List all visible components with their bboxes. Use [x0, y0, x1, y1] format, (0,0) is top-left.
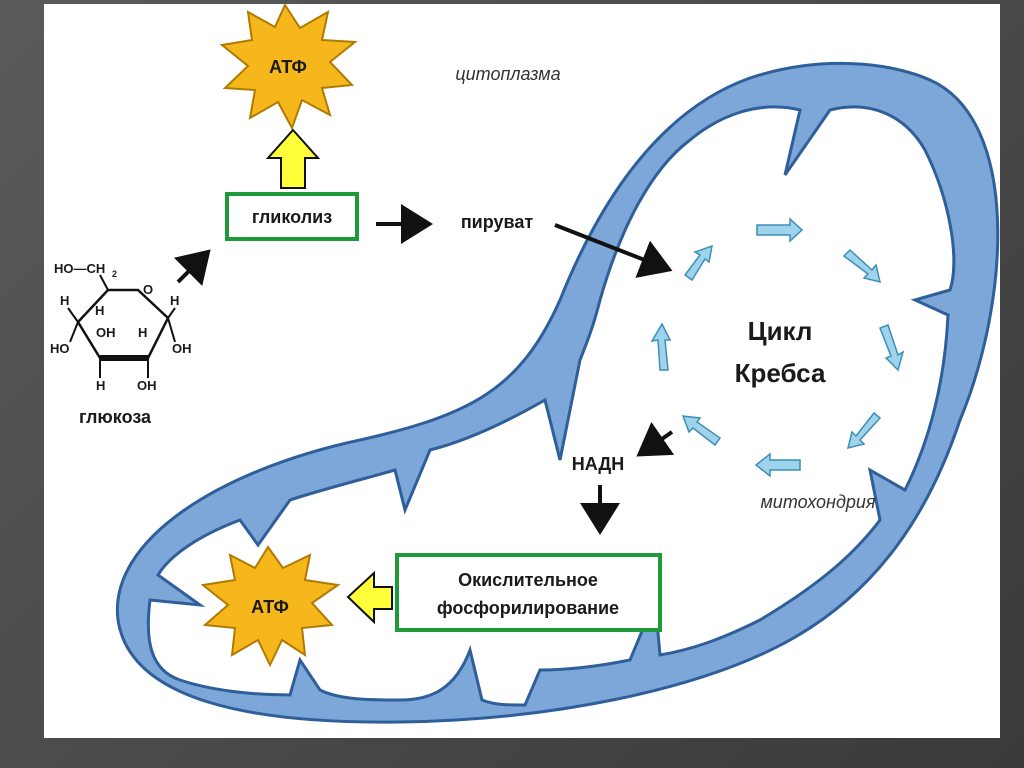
oxphos-box [395, 553, 662, 632]
krebs-label-line2: Кребса [735, 358, 826, 388]
glucose-ring-o: O [143, 282, 153, 297]
glucose-oh-right: OH [172, 341, 192, 356]
glucose-bond [67, 307, 79, 323]
atp-bottom-label: АТФ [251, 597, 289, 617]
cycle-arrow [681, 415, 722, 447]
glucose-ho-ch2: HO—CH [54, 261, 105, 276]
glucose-ch2-subscript: 2 [112, 269, 117, 279]
atp-up-arrow [265, 128, 321, 189]
glucose-bond [167, 307, 176, 319]
glucose-oh-inner: OH [96, 325, 116, 340]
glucose-ring [76, 288, 170, 360]
glucose-label: глюкоза [79, 407, 152, 427]
arrow-glucose-to-glycolysis [173, 249, 211, 287]
glycolysis-box [225, 192, 359, 241]
krebs-cycle-arrows [650, 217, 905, 478]
glucose-bond [69, 321, 79, 343]
cycle-arrow [756, 217, 804, 243]
oxphos-label-line2: фосфорилирование [437, 598, 619, 618]
atp-left-arrow [346, 570, 393, 625]
atp-top-label: АТФ [269, 57, 307, 77]
mitochondrion-matrix [146, 105, 956, 707]
atp-star-bottom [200, 545, 341, 668]
atp-star-top [219, 2, 358, 131]
glucose-h-top-right: H [170, 293, 179, 308]
oxphos-label-line1: Окислительное [458, 570, 598, 590]
cycle-arrow [842, 248, 882, 284]
cytoplasm-label: цитоплазма [455, 64, 560, 84]
glucose-structure: HO—CH 2 O H H H OH H HO OH H OH [50, 261, 192, 393]
arrow-krebs-to-nadh [636, 421, 675, 457]
cycle-arrow [846, 411, 882, 450]
nadh-label: НАДН [572, 454, 625, 474]
cycle-arrow [754, 452, 801, 478]
cycle-arrow [879, 324, 905, 372]
glucose-bond [99, 274, 109, 291]
glucose-h-inner-right: H [138, 325, 147, 340]
glucose-ho-left: HO [50, 341, 70, 356]
glucose-h-inner-left: H [95, 303, 104, 318]
glucose-h-bottom: H [96, 378, 105, 393]
arrow-pyruvate-to-krebs [554, 223, 673, 278]
pyruvate-label: пируват [461, 212, 534, 232]
cycle-arrow [650, 322, 672, 371]
cycle-arrow [683, 244, 713, 282]
glucose-bond [167, 317, 176, 343]
krebs-label-line1: Цикл [748, 316, 813, 346]
mitochondrion-label: митохондрия [760, 492, 875, 512]
glucose-oh-bottom: OH [137, 378, 157, 393]
glycolysis-label: гликолиз [252, 207, 332, 227]
glucose-h-top-left: H [60, 293, 69, 308]
